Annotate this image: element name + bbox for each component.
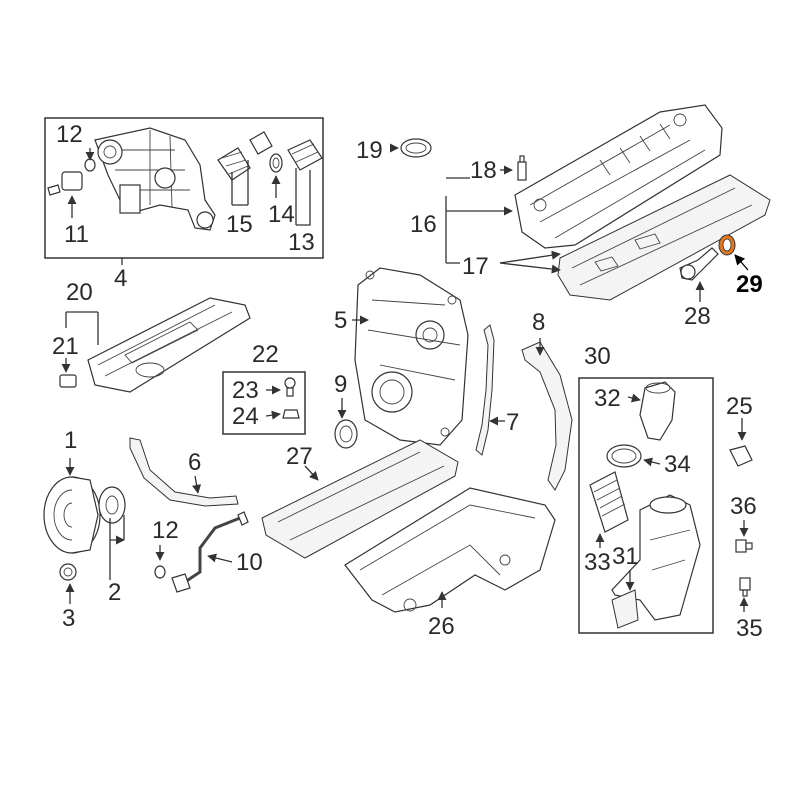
part-5-timing-case	[354, 267, 469, 446]
callout-31: 31	[612, 543, 639, 570]
callout-34: 34	[664, 451, 691, 478]
part-35-switch	[739, 577, 751, 597]
part-9-seal	[334, 419, 358, 449]
callout-33: 33	[584, 549, 611, 576]
callout-16: 16	[410, 211, 437, 238]
part-19-gasket	[400, 138, 432, 158]
part-2-hub	[98, 486, 126, 524]
group-box-4	[44, 117, 324, 259]
callout-30: 30	[584, 343, 611, 370]
callout-19: 19	[356, 137, 383, 164]
group-box-30	[578, 377, 714, 634]
callout-22: 22	[252, 341, 279, 368]
part-33-oil-filter	[589, 471, 629, 533]
callout-21: 21	[52, 333, 79, 360]
part-27-pan-gasket	[261, 439, 459, 559]
callout-2: 2	[108, 579, 121, 606]
vanos-unit-drawing	[94, 127, 216, 231]
callout-6: 6	[188, 449, 201, 476]
callout-25: 25	[726, 393, 753, 420]
part-23-bolt	[284, 377, 296, 397]
callout-18: 18	[470, 157, 497, 184]
part-20-engine-cover	[87, 297, 251, 393]
part-21-clip	[59, 374, 77, 388]
part-12-seal-b	[154, 565, 166, 579]
part-1-vibration-damper	[43, 476, 101, 554]
callout-26: 26	[428, 613, 455, 640]
callout-15: 15	[226, 211, 253, 238]
part-11-sensor	[47, 171, 83, 196]
callout-17: 17	[462, 253, 489, 280]
callout-4: 4	[114, 265, 127, 292]
callout-36: 36	[730, 493, 757, 520]
callout-11: 11	[64, 221, 89, 248]
part-15-solenoid-drawing	[217, 131, 273, 181]
part-24-nut	[282, 409, 300, 419]
callout-5: 5	[334, 307, 347, 334]
callout-23: 23	[232, 377, 259, 404]
callout-7: 7	[506, 409, 519, 436]
callout-24: 24	[232, 403, 259, 430]
callout-29: 29	[736, 271, 763, 298]
callout-20: 20	[66, 279, 93, 306]
part-13-plug-drawing	[287, 139, 323, 171]
part-29-seal-highlighted	[718, 234, 736, 256]
part-25-sensor	[729, 445, 753, 467]
callout-27: 27	[286, 443, 313, 470]
part-12-seal-a	[84, 158, 96, 172]
part-3-bolt	[59, 563, 77, 581]
part-36-switch	[735, 539, 753, 553]
callout-12-bottom: 12	[152, 517, 179, 544]
part-26-oil-pan	[344, 487, 556, 613]
callout-9: 9	[334, 371, 347, 398]
part-32-filter-cap	[639, 381, 676, 441]
group-box-22	[222, 371, 306, 435]
callout-14: 14	[268, 201, 295, 228]
callout-12-top: 12	[56, 121, 83, 148]
callout-3: 3	[62, 605, 75, 632]
part-14-oring	[269, 153, 283, 173]
part-18-stud	[517, 155, 527, 181]
callout-13: 13	[288, 229, 315, 256]
callout-10: 10	[236, 549, 263, 576]
part-6-gasket	[129, 437, 239, 507]
part-34-oring	[606, 444, 642, 468]
part-10-sensor-cable	[171, 511, 249, 593]
callout-1: 1	[64, 427, 77, 454]
part-8-gasket	[521, 341, 573, 491]
part-28-sensor	[679, 247, 719, 281]
part-16-valve-cover	[514, 104, 723, 249]
callout-32: 32	[594, 385, 621, 412]
part-17-gasket	[557, 174, 771, 301]
callout-8: 8	[532, 309, 545, 336]
part-7-gasket	[475, 324, 495, 456]
callout-35: 35	[736, 615, 763, 642]
callout-28: 28	[684, 303, 711, 330]
